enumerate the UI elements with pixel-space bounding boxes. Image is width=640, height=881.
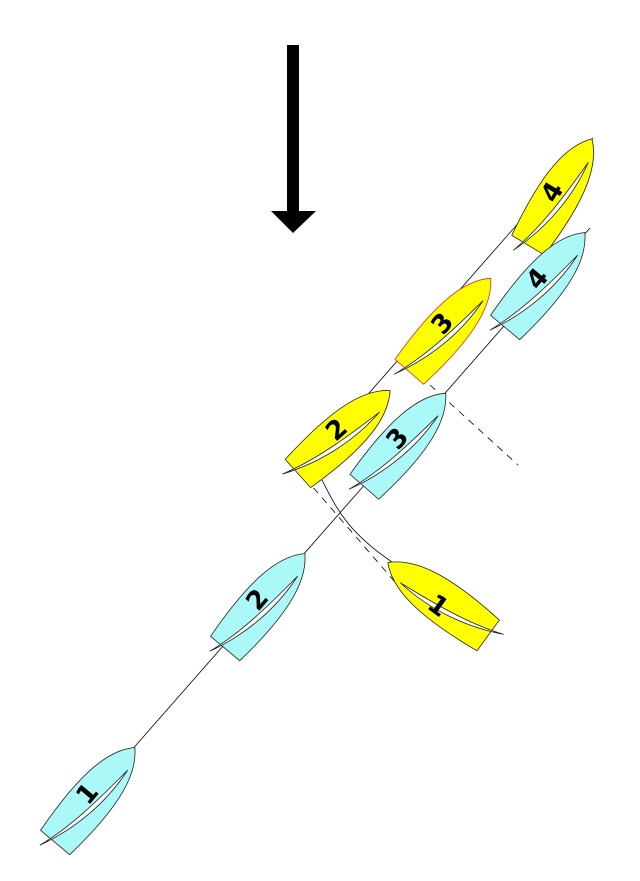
sail-icon <box>348 415 439 490</box>
sail-icon <box>489 254 578 331</box>
sail-icon <box>39 769 128 846</box>
blue-boat-1: 1 <box>39 747 136 856</box>
boat-hull <box>511 138 594 256</box>
blue-boat-2: 2 <box>209 553 306 662</box>
sail-icon <box>282 411 381 475</box>
yellow-boat-1: 1 <box>387 561 504 652</box>
sail-icon <box>209 575 298 652</box>
sail-icon <box>513 162 589 251</box>
blue-boat-3: 3 <box>348 392 447 500</box>
blue-boat-4: 4 <box>489 232 586 341</box>
yellow-course-curve <box>321 479 393 563</box>
sail-icon <box>393 300 484 375</box>
boat-hull <box>40 747 136 856</box>
yellow-boat-3: 3 <box>393 277 492 385</box>
yellow-boat-2: 2 <box>282 390 391 489</box>
dashed-line-lower <box>304 477 396 583</box>
boat-hull <box>210 553 306 662</box>
yellow-boat-4: 4 <box>511 138 594 256</box>
boat-hull <box>490 232 586 341</box>
boat-hull <box>387 561 500 652</box>
sail-icon <box>400 582 504 635</box>
wind-arrow-down-icon <box>271 45 316 233</box>
